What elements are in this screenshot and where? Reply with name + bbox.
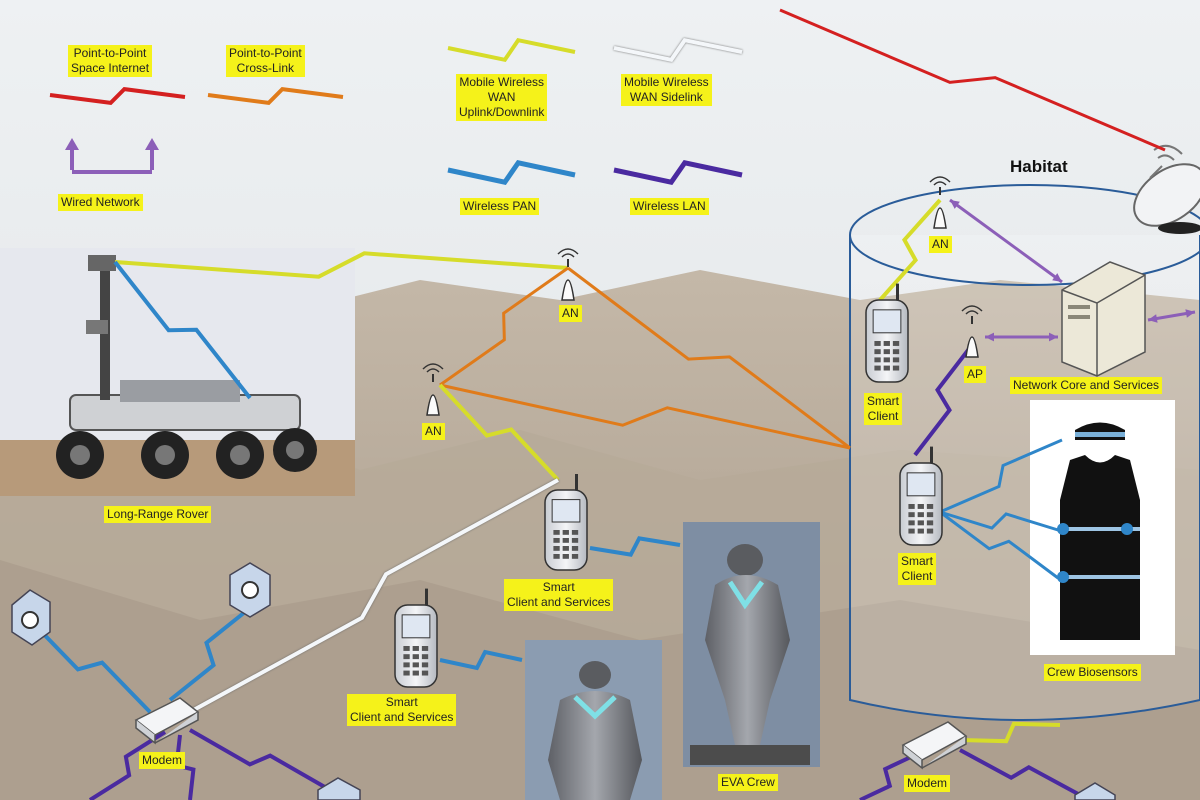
link-an-top-to-an-mid	[439, 266, 569, 387]
astronaut-figure-2	[548, 661, 642, 800]
antennas	[422, 176, 983, 416]
link-ap-to-client-hab2	[913, 343, 974, 457]
antenna-an-habitat-icon	[929, 176, 951, 229]
legend-label-space-internet: Point-to-Point Space Internet	[68, 45, 153, 77]
smart-client-phone-hab1-icon	[865, 283, 909, 383]
link-modem-right-lan	[959, 748, 1081, 797]
satellite-dish-icon	[1133, 144, 1200, 234]
link-rover-to-an-top	[114, 251, 569, 279]
camera-icon-right	[229, 562, 271, 618]
label-smart-client-services-2: Smart Client and Services	[347, 694, 457, 726]
link-modem-right-uplink	[959, 721, 1061, 744]
label-network-core: Network Core and Services	[1010, 377, 1163, 394]
smart-client-phones	[394, 283, 943, 688]
habitat-title: Habitat	[1010, 157, 1068, 176]
label-modem-right: Modem	[904, 775, 951, 792]
antenna-an-top-icon	[557, 248, 579, 301]
wired-an-to-core-arrowhead-2	[950, 200, 960, 209]
legend-sample-wan-uplink	[447, 37, 576, 63]
antenna-an-mid-icon	[422, 363, 444, 416]
camera-icon-bottom	[317, 777, 361, 800]
legend-sample-cross-link	[207, 86, 344, 106]
legend-sample-lan	[613, 159, 743, 186]
modem-right-icon	[901, 721, 968, 770]
modem-left-icon	[134, 697, 200, 745]
legend-label-wan-uplink: Mobile Wireless WAN Uplink/Downlink	[456, 74, 548, 121]
rover-icon	[56, 255, 317, 479]
link-modem-right-lan-2	[859, 753, 916, 800]
label-modem-left: Modem	[139, 752, 186, 769]
device-icon-bottom-right	[1074, 782, 1116, 800]
link-rover-pan	[113, 260, 252, 400]
label-smart-client-services-1: Smart Client and Services	[504, 579, 614, 611]
access-point-icon	[961, 305, 983, 358]
link-camera-left-to-modem	[28, 618, 152, 714]
link-client-hab2-to-waist	[939, 510, 1059, 580]
label-crew-biosensors: Crew Biosensors	[1044, 664, 1141, 681]
wired-core-to-dish-arrowhead-1	[1185, 309, 1195, 318]
wired-core-to-dish-arrowhead-2	[1148, 314, 1158, 323]
link-client-1-to-modem-left	[189, 478, 559, 714]
link-client-hab2-to-chest	[939, 510, 1059, 532]
legend-label-lan: Wireless LAN	[630, 198, 709, 215]
legend-label-pan: Wireless PAN	[460, 198, 540, 215]
legend-wired-icon	[65, 138, 159, 174]
wired-an-to-core	[949, 198, 1063, 284]
wired-ap-to-core-arrowhead-2	[985, 332, 995, 342]
wired-ap-to-core-arrowhead-1	[1048, 332, 1058, 342]
camera-icon-left	[11, 589, 51, 646]
legend-sample-space-internet	[49, 86, 186, 106]
astronaut-figure-1	[690, 544, 810, 765]
link-client-2-to-eva-2	[439, 649, 523, 671]
network-core-server-icon	[1061, 261, 1146, 377]
label-smart-client-hab1: Smart Client	[864, 393, 903, 425]
link-space-internet-habitat	[779, 8, 1166, 152]
legend-label-wired: Wired Network	[58, 194, 143, 211]
label-smart-client-hab2: Smart Client	[898, 553, 937, 585]
smart-client-phone-2-icon	[394, 588, 438, 688]
wired-an-to-core-arrowhead-1	[1052, 273, 1062, 282]
link-an-mid-to-client-1	[438, 383, 560, 482]
link-modem-left-lan-3	[189, 728, 331, 792]
label-long-range-rover: Long-Range Rover	[104, 506, 212, 523]
label-ap: AP	[964, 366, 987, 383]
legend-sample-wan-sidelink	[613, 37, 743, 63]
link-an-habitat-to-client-hab1	[878, 198, 942, 302]
link-client-1-to-eva-1	[589, 536, 681, 557]
smart-client-phone-1-icon	[544, 474, 588, 571]
biosensor-shirt-icon	[1057, 422, 1140, 640]
legend-sample-pan	[447, 159, 576, 186]
link-camera-right-to-modem	[168, 606, 252, 702]
label-an-habitat: AN	[929, 236, 952, 253]
smart-client-phone-hab2-icon	[899, 446, 943, 546]
legend-label-wan-sidelink: Mobile Wireless WAN Sidelink	[621, 74, 712, 106]
link-modem-left-lan-1	[88, 730, 167, 800]
label-an-mid: AN	[422, 423, 445, 440]
link-an-top-to-habitat	[567, 266, 851, 450]
link-client-hab2-to-hat	[939, 438, 1063, 514]
network-links	[28, 8, 1196, 800]
legend-label-cross-link: Point-to-Point Cross-Link	[226, 45, 305, 77]
label-an-top: AN	[559, 305, 582, 322]
label-eva-crew: EVA Crew	[718, 774, 778, 791]
link-an-mid-to-habitat	[439, 383, 851, 450]
